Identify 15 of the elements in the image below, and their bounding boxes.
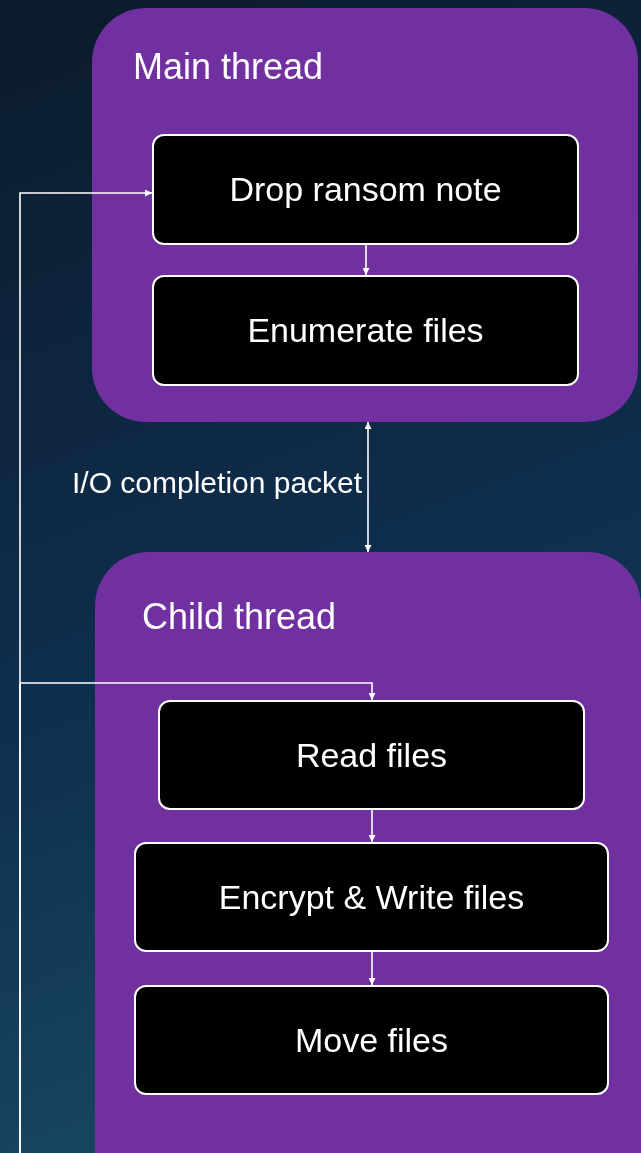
arrow [368, 809, 376, 843]
thread-panel [95, 552, 641, 1153]
arrow [364, 421, 372, 553]
arrow [362, 244, 370, 276]
process-box: Encrypt & Write files [134, 842, 609, 952]
process-box: Enumerate files [152, 275, 579, 386]
edge-label: I/O completion packet [72, 466, 363, 500]
arrow [368, 951, 376, 986]
process-box: Move files [134, 985, 609, 1095]
panel-title: Child thread [142, 596, 337, 638]
arrow [19, 682, 376, 1153]
panel-title: Main thread [133, 46, 324, 88]
process-box: Read files [158, 700, 585, 810]
thread-panel [92, 8, 638, 422]
process-box: Drop ransom note [152, 134, 579, 245]
